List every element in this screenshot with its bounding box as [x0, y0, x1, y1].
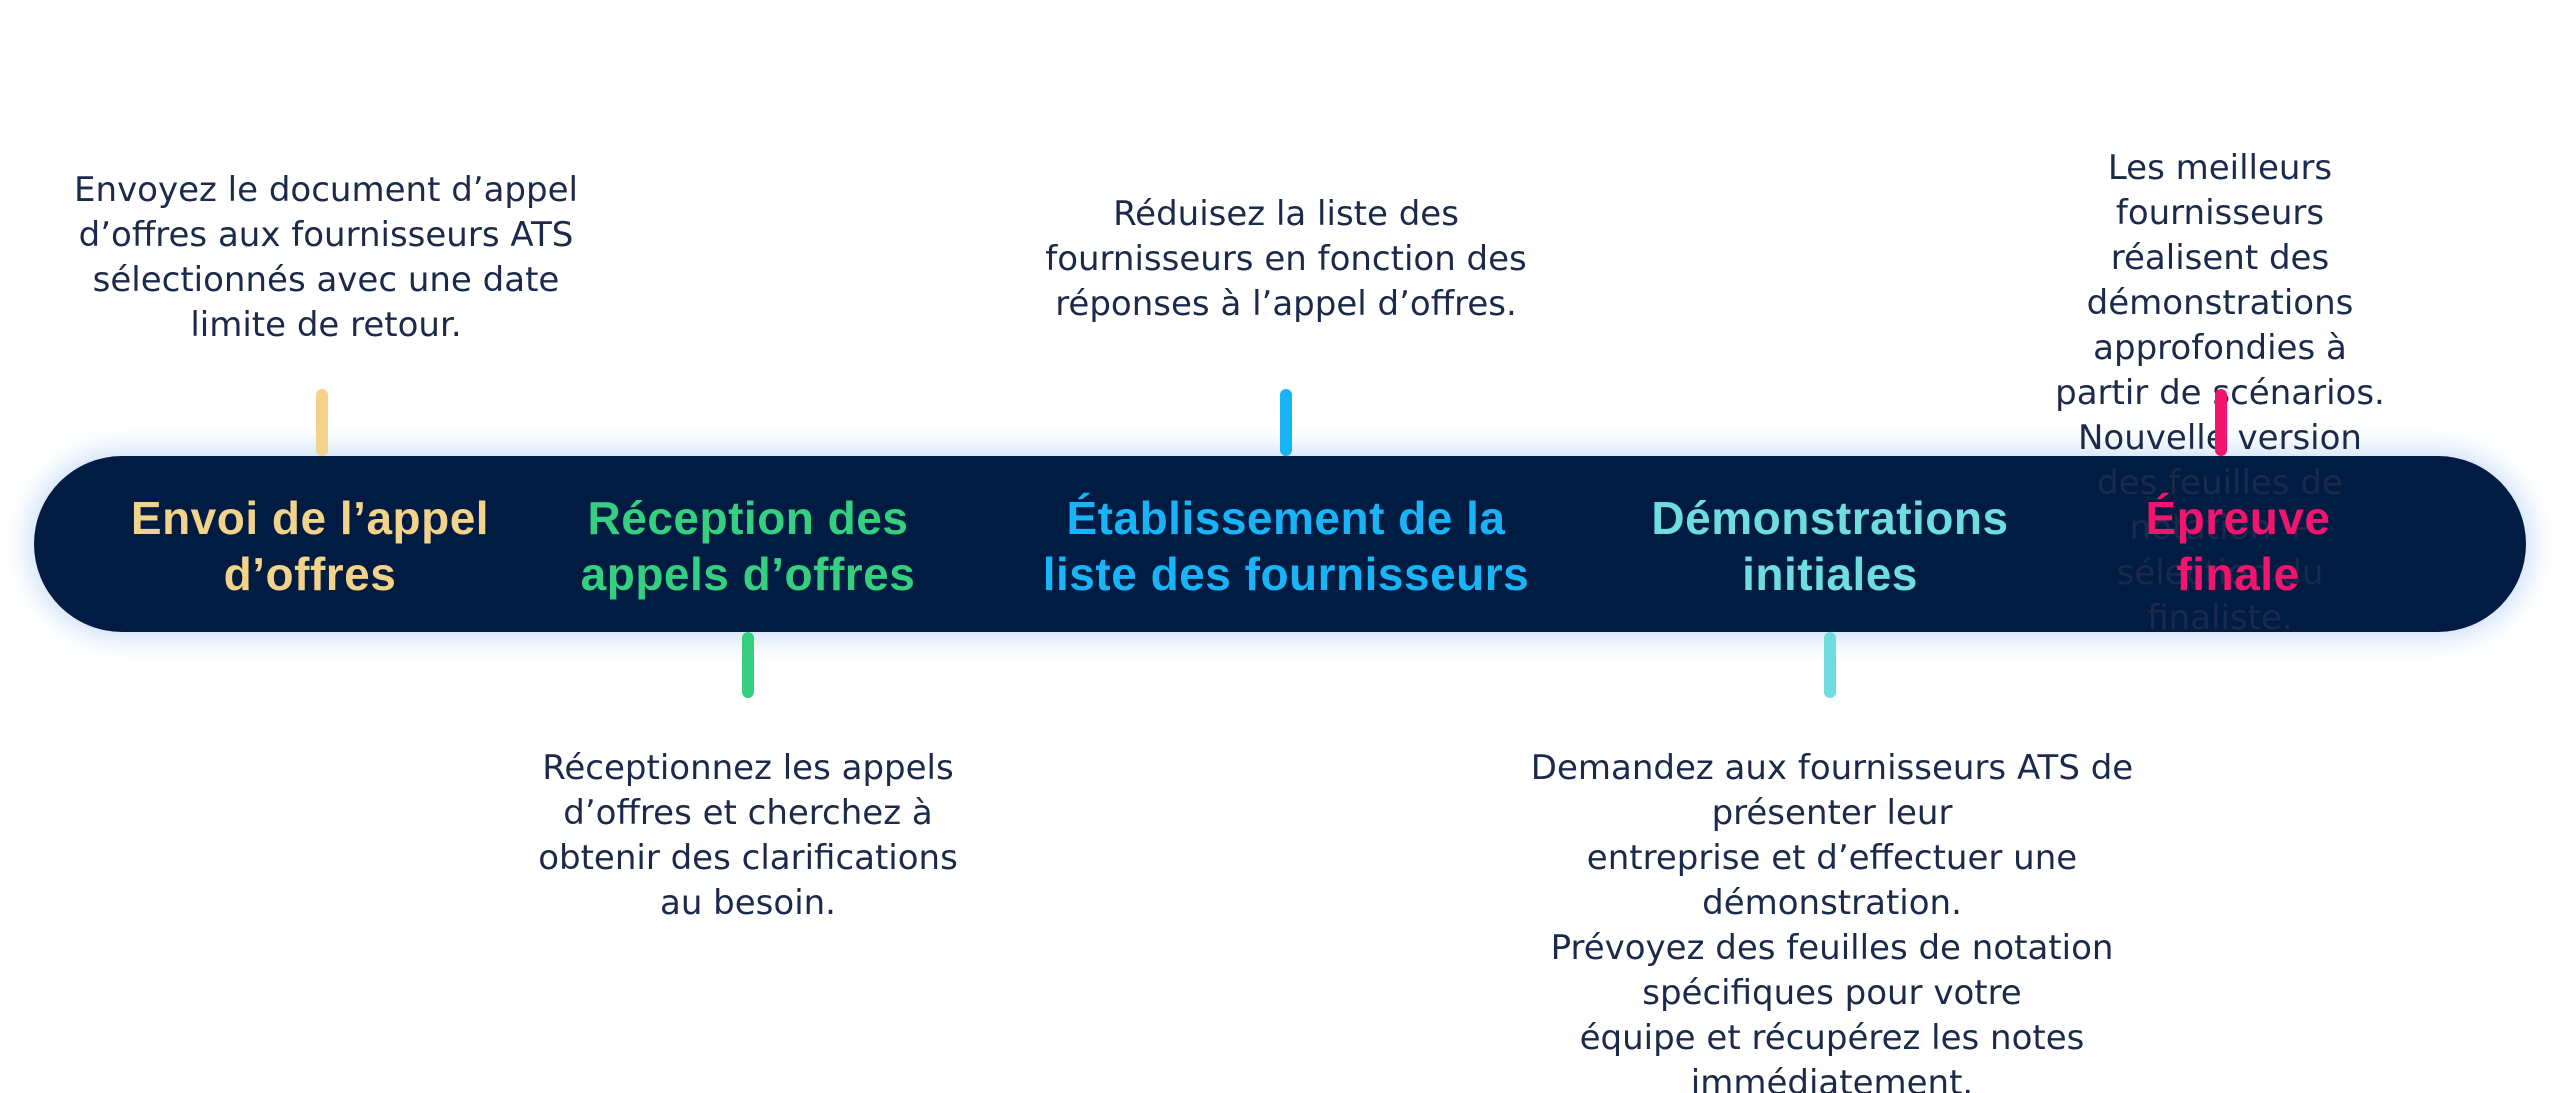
stage-3-connector: [1280, 389, 1292, 456]
stage-5-connector: [2215, 389, 2227, 456]
stage-4-connector: [1824, 632, 1836, 698]
stage-4-description: Demandez aux fournisseurs ATS de présent…: [1530, 748, 2134, 1093]
stage-1-description: Envoyez le document d’appel d’offres aux…: [74, 170, 578, 345]
stage-3-title: Établissement de la liste des fournisseu…: [1042, 492, 1530, 600]
stage-1-connector: [316, 389, 328, 456]
stage-2-connector: [742, 632, 754, 698]
timeline-bar: [34, 456, 2526, 632]
stage-5-description: Les meilleurs fournisseurs réalisent des…: [2055, 148, 2385, 638]
stage-4-title: Démonstrations initiales: [1651, 492, 2009, 600]
stage-5-title: Épreuve finale: [2145, 492, 2331, 600]
stage-3-description: Réduisez la liste des fournisseurs en fo…: [1045, 194, 1527, 324]
stage-2-title: Réception des appels d’offres: [580, 492, 916, 600]
stage-2-description: Réceptionnez les appels d’offres et cher…: [538, 748, 958, 923]
stage-1-title: Envoi de l’appel d’offres: [130, 492, 490, 600]
